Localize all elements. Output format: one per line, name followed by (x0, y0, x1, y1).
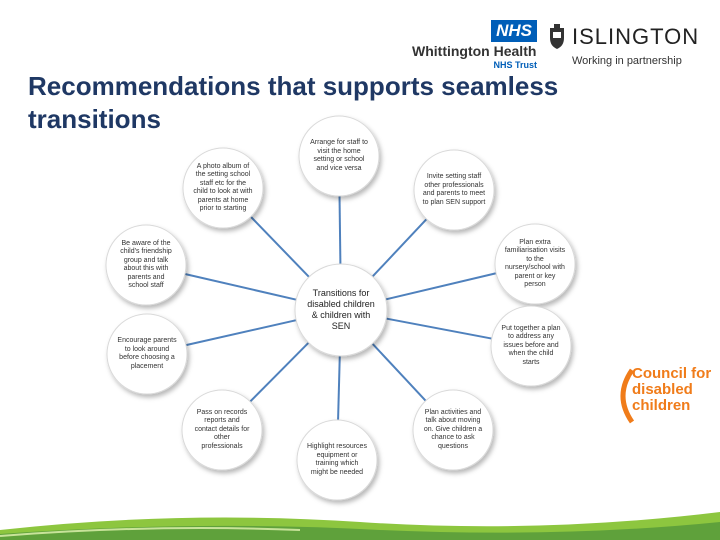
islington-logo: ISLINGTON Working in partnership (548, 22, 708, 72)
cdc-ring-icon (620, 368, 634, 424)
node-bubble-5 (296, 419, 378, 501)
node-bubble-2 (494, 223, 576, 305)
spoke-line-3 (382, 316, 492, 340)
cdc-logo: Council for disabled children (612, 360, 720, 432)
spoke-line-2 (381, 272, 497, 302)
islington-crest-icon (550, 24, 564, 49)
node-text-7: Encourage parents to look around before … (117, 337, 177, 370)
node-text-9: A photo album of the setting school staf… (193, 162, 253, 213)
node-text-2: Plan extra familiarisation visits to the… (504, 238, 566, 289)
spoke-line-1 (369, 218, 428, 281)
page-title: Recommendations that supports seamless t… (28, 70, 628, 136)
islington-name: ISLINGTON (572, 24, 700, 49)
node-bubble-3 (490, 305, 572, 387)
spoke-line-5 (337, 351, 341, 421)
node-bubble-1 (413, 149, 495, 231)
node-text-8: Be aware of the child's friendship group… (120, 239, 172, 290)
node-text-4: Plan activities and talk about moving on… (423, 408, 483, 450)
spoke-line-6 (249, 339, 313, 403)
nhs-badge: NHS (491, 20, 537, 42)
center-bubble (294, 263, 388, 357)
node-bubble-0 (298, 115, 380, 197)
spoke-line-7 (185, 318, 301, 347)
node-text-0: Arrange for staff to visit the home sett… (310, 139, 368, 172)
node-bubble-8 (105, 224, 187, 306)
nhs-logo: NHS Whittington Health NHS Trust (412, 18, 547, 70)
node-text-6: Pass on records reports and contact deta… (194, 408, 250, 450)
diagram-spokes (184, 195, 497, 421)
spoke-line-9 (250, 216, 313, 281)
node-bubble-4 (412, 389, 494, 471)
center-node-text: Transitions for disabled children & chil… (307, 288, 375, 331)
node-text-5: Highlight resources equipment or trainin… (307, 443, 367, 476)
nhs-org-name: Whittington Health (412, 43, 537, 59)
spoke-line-8 (184, 273, 301, 302)
node-bubble-9 (182, 147, 264, 229)
node-bubble-6 (181, 389, 263, 471)
node-text-1: Invite setting staff other professionals… (422, 173, 486, 206)
diagram-bubbles (105, 115, 576, 501)
nhs-trust-label: NHS Trust (493, 60, 537, 70)
node-text-3: Put together a plan to address any issue… (501, 324, 561, 366)
grass-footer-decoration (0, 512, 720, 540)
spoke-line-0 (338, 195, 342, 269)
title-line-1: Recommendations that supports seamless (28, 71, 559, 101)
islington-tagline: Working in partnership (572, 55, 682, 67)
node-bubble-7 (106, 313, 188, 395)
spoke-line-4 (368, 340, 427, 402)
title-line-2: transitions (28, 104, 161, 134)
cdc-name: Council for disabled children (632, 365, 712, 414)
